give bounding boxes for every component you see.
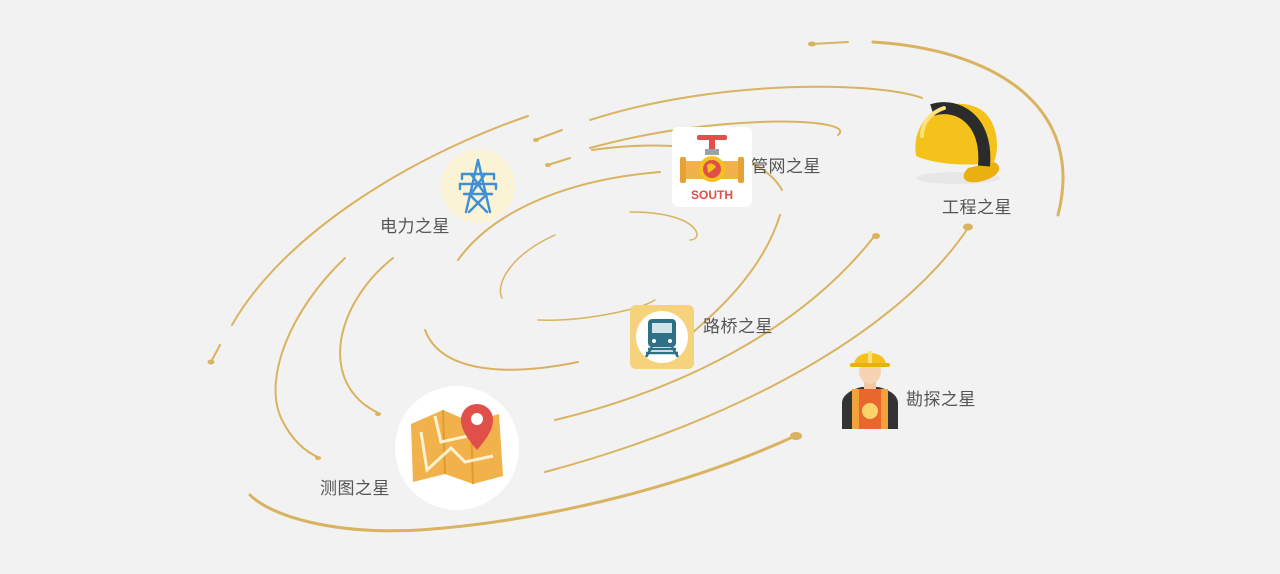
orbit-6b	[537, 299, 656, 321]
orbit-2a	[231, 115, 529, 326]
orbit-5b	[424, 329, 579, 371]
pipe-badge: SOUTH	[691, 188, 733, 202]
orbit-4d	[689, 214, 781, 336]
orbit-outer	[871, 40, 1065, 217]
orbit-2d	[544, 227, 969, 473]
train-icon	[630, 305, 694, 369]
orbit-2b	[210, 344, 221, 363]
survey-label: 勘探之星	[906, 390, 976, 409]
orbit-4b	[339, 257, 394, 415]
orbit-3b	[274, 257, 346, 459]
orbit-2c	[589, 85, 923, 121]
mapping-label: 测图之星	[320, 479, 390, 498]
orbit-3a	[534, 129, 563, 141]
orbit-outer-c	[248, 434, 797, 533]
pipe-label: 管网之星	[751, 157, 821, 176]
power-tower-icon	[441, 149, 515, 223]
road-label: 路桥之星	[703, 317, 773, 336]
pipe-valve-icon: SOUTH	[672, 127, 752, 207]
hard-hat-icon	[915, 102, 1000, 184]
orbit-outer-b	[811, 41, 849, 45]
power-label: 电力之星	[380, 217, 450, 236]
orbit-4a	[547, 157, 571, 166]
surveyor-worker-icon	[842, 351, 898, 429]
orbit-3d	[554, 237, 874, 421]
orbit-6a	[499, 234, 556, 299]
orbit-5c	[629, 211, 698, 241]
orbit-5a	[457, 171, 661, 261]
orbit-3c	[589, 120, 842, 149]
engineering-label: 工程之星	[942, 198, 1012, 217]
map-pin-icon	[395, 386, 519, 510]
